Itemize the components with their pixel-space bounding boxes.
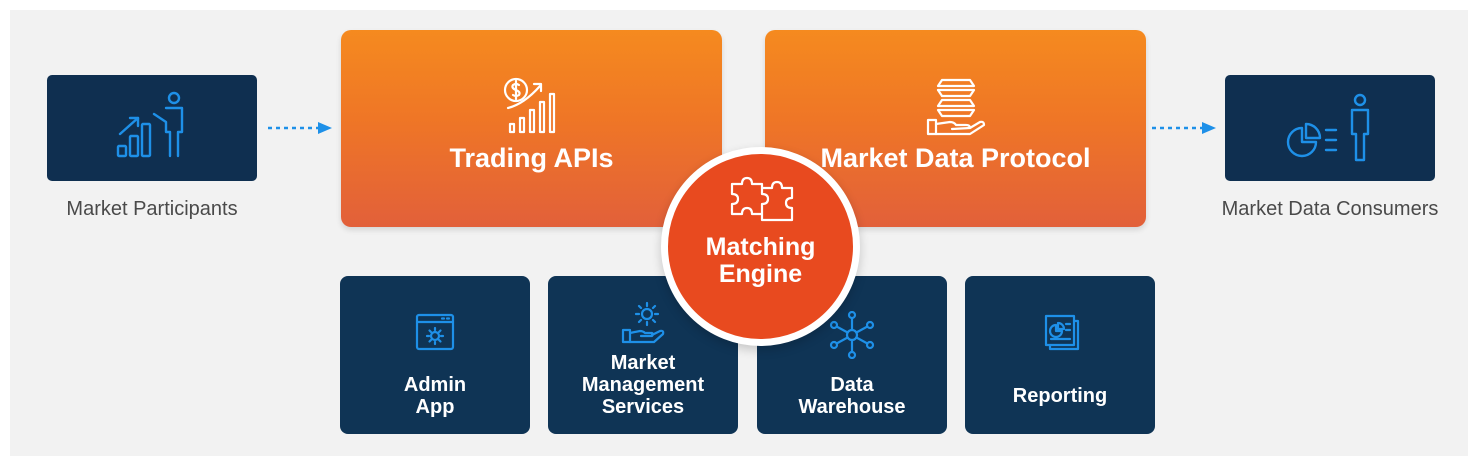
market-data-consumers-box <box>1225 75 1435 181</box>
admin-app-line-1: Admin <box>403 374 467 396</box>
matching-engine-line-2: Engine <box>718 260 803 288</box>
admin-app-label: Admin App <box>340 374 530 418</box>
puzzle-pieces-icon <box>730 176 793 222</box>
data-layers-hand-icon <box>926 78 985 136</box>
data-warehouse-line-2: Warehouse <box>798 396 906 418</box>
report-document-icon <box>1044 314 1080 351</box>
flow-arrow-left <box>268 122 332 134</box>
data-warehouse-label: Data Warehouse <box>757 374 947 418</box>
reporting-box: Reporting <box>965 276 1155 434</box>
market-data-consumers-label: Market Data Consumers <box>1221 198 1439 220</box>
consumer-analytics-icon <box>1286 93 1370 162</box>
admin-window-gear-icon <box>415 313 455 351</box>
flow-arrow-right <box>1152 122 1216 134</box>
matching-engine-circle: Matching Engine <box>661 147 860 346</box>
mms-line-2: Management <box>581 374 705 396</box>
trading-apis-box: Trading APIs <box>341 30 722 227</box>
hand-gear-icon <box>621 301 665 344</box>
data-warehouse-line-1: Data <box>830 374 874 396</box>
market-participants-box <box>47 75 257 181</box>
market-participants-label: Market Participants <box>66 198 238 220</box>
reporting-label: Reporting <box>1012 385 1108 407</box>
matching-engine-label: Matching Engine <box>668 234 853 288</box>
network-hub-icon <box>829 311 875 359</box>
dollar-growth-icon <box>503 77 555 134</box>
admin-app-box: Admin App <box>340 276 530 434</box>
participant-growth-icon <box>116 91 184 158</box>
matching-engine-line-1: Matching <box>705 233 816 261</box>
market-management-services-label: Market Management Services <box>548 352 738 418</box>
admin-app-line-2: App <box>415 396 455 418</box>
trading-apis-title: Trading APIs <box>449 143 614 173</box>
mms-line-1: Market <box>610 352 676 374</box>
market-data-protocol-title: Market Data Protocol <box>820 143 1091 173</box>
diagram-canvas: Market Participants Trading APIs <box>10 10 1468 456</box>
mms-line-3: Services <box>601 396 685 418</box>
